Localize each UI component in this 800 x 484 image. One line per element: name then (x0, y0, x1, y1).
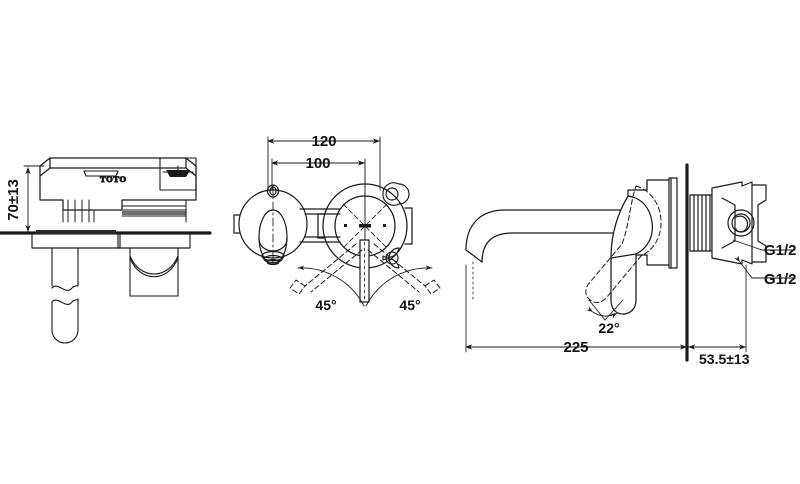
spout-base-plan (233, 184, 308, 266)
escutcheon-right (117, 233, 191, 249)
front-view-group: TOTO (0, 157, 212, 344)
wall-flange-side (668, 177, 678, 269)
spout-outline-side (465, 209, 629, 263)
lever-shaft-plan (359, 239, 370, 303)
label-thread-lower: G1/2 (764, 271, 797, 288)
cartridge-stem-detail (62, 199, 95, 223)
lever-handle-ghost (585, 185, 662, 303)
label-thread-upper: G1/2 (764, 242, 797, 259)
brand-glyph-icon (162, 165, 194, 177)
leader-thread-upper (732, 239, 796, 251)
side-view-group (465, 163, 796, 362)
dimension-swivel-left-arc (297, 265, 365, 307)
faucet-body-outline (39, 157, 197, 211)
label-wall-depth: 53.5±13 (699, 351, 750, 367)
plan-view-group (233, 136, 441, 307)
lever-handle-solid (610, 195, 654, 315)
supply-pipe-left (51, 247, 79, 344)
dimension-extension-lines (465, 264, 747, 353)
lever-slot-detail (83, 170, 119, 177)
brand-tab-outline (159, 157, 197, 191)
label-outer-spacing: 120 (311, 133, 336, 150)
label-inner-spacing: 100 (305, 155, 330, 172)
valve-sleeve-side (689, 194, 713, 252)
label-lever-angle: 22° (598, 320, 619, 336)
mounting-bracket-side (751, 184, 767, 263)
inlet-body-side (711, 181, 755, 265)
spout-body-right (129, 247, 179, 297)
label-swivel-right: 45° (399, 297, 420, 313)
dimension-swivel-right-arc (365, 265, 433, 307)
lever-ghost-right (367, 243, 441, 295)
mounting-lug-upper (382, 182, 410, 206)
dimension-lever-angle (586, 299, 624, 321)
dimension-outer-spacing (267, 136, 381, 191)
body-bridge-plan (299, 208, 341, 243)
label-height-above-surface: 70±13 (5, 179, 22, 221)
valve-centerlines (342, 203, 388, 249)
escutcheon-left (31, 230, 121, 249)
label-spout-projection: 225 (563, 339, 588, 356)
toto-logo-text: TOTO (100, 174, 127, 184)
spout-collar-rings (121, 199, 187, 223)
leader-thread-lower (734, 255, 796, 279)
label-swivel-left: 45° (315, 297, 336, 313)
lever-ghost-left (289, 243, 363, 295)
mounting-lug-lower (382, 247, 400, 269)
